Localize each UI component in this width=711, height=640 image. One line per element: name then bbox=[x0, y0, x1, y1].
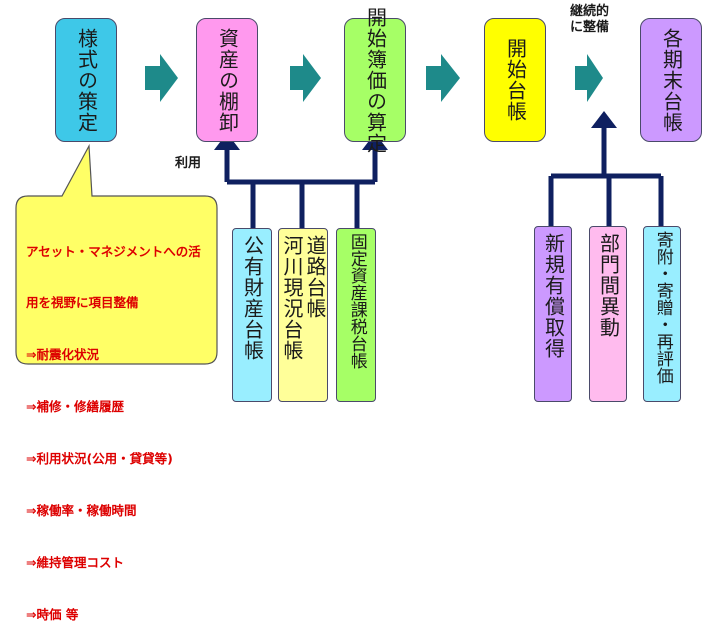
box-fixed-asset-tax-ledger-label: 固定資産課税台帳 bbox=[346, 233, 367, 369]
callout-line: ⇒耐震化状況 bbox=[26, 347, 99, 363]
arrowhead-to-opening-ledger bbox=[591, 111, 617, 128]
box-style-definition: 様式の策定 bbox=[55, 18, 117, 142]
box-donation-revaluation: 寄附・寄贈・再評価 bbox=[643, 226, 681, 402]
box-asset-inventory-label: 資産の棚卸 bbox=[215, 27, 240, 133]
callout-line: ⇒時価 等 bbox=[26, 606, 79, 622]
box-asset-inventory: 資産の棚卸 bbox=[196, 18, 258, 142]
box-period-end-ledger-label: 各期末台帳 bbox=[659, 27, 684, 133]
continuous-maintenance-label: 継続的 に整備 bbox=[570, 4, 610, 35]
use-label: 利用 bbox=[175, 156, 202, 171]
box-opening-ledger-label: 開始台帳 bbox=[503, 38, 528, 122]
callout-line: ⇒補修・修繕履歴 bbox=[26, 399, 124, 415]
box-new-acquisition-label: 新規有償取得 bbox=[541, 233, 566, 359]
process-arrow-1 bbox=[145, 54, 178, 102]
box-opening-ledger: 開始台帳 bbox=[484, 18, 546, 142]
callout-bubble bbox=[15, 143, 218, 365]
change-connector bbox=[548, 122, 664, 228]
callout-line: 用を視野に項目整備 bbox=[26, 295, 139, 311]
callout-line: アセット・マネジメントへの活 bbox=[26, 243, 201, 259]
callout-line: ⇒利用状況(公用・貸貸等) bbox=[26, 451, 173, 467]
box-fixed-asset-tax-ledger: 固定資産課税台帳 bbox=[336, 228, 376, 402]
box-road-river-ledger: 道路台帳 河川現況台帳 bbox=[278, 228, 328, 402]
box-donation-revaluation-label: 寄附・寄贈・再評価 bbox=[652, 231, 673, 384]
box-period-end-ledger: 各期末台帳 bbox=[640, 18, 702, 142]
box-public-property-ledger: 公有財産台帳 bbox=[232, 228, 272, 402]
box-department-transfer: 部門間異動 bbox=[589, 226, 627, 402]
box-department-transfer-label: 部門間異動 bbox=[596, 233, 621, 338]
box-public-property-ledger-label: 公有財産台帳 bbox=[240, 235, 265, 361]
callout-line: ⇒稼働率・稼働時間 bbox=[26, 503, 137, 519]
callout-line: ⇒維持管理コスト bbox=[26, 554, 124, 570]
box-new-acquisition: 新規有償取得 bbox=[534, 226, 572, 402]
process-arrow-4 bbox=[575, 54, 603, 102]
process-arrow-3 bbox=[426, 54, 460, 102]
box-opening-valuation: 開始簿価の算定 bbox=[344, 7, 406, 154]
process-arrow-2 bbox=[290, 54, 321, 102]
box-opening-valuation-label: 開始簿価の算定 bbox=[363, 6, 388, 154]
box-style-definition-label: 様式の策定 bbox=[74, 27, 99, 133]
box-road-river-ledger-label: 道路台帳 河川現況台帳 bbox=[280, 235, 327, 361]
callout-text: アセット・マネジメントへの活 用を視野に項目整備 ⇒耐震化状況 ⇒補修・修繕履歴… bbox=[26, 208, 216, 640]
source-connector bbox=[224, 146, 378, 232]
